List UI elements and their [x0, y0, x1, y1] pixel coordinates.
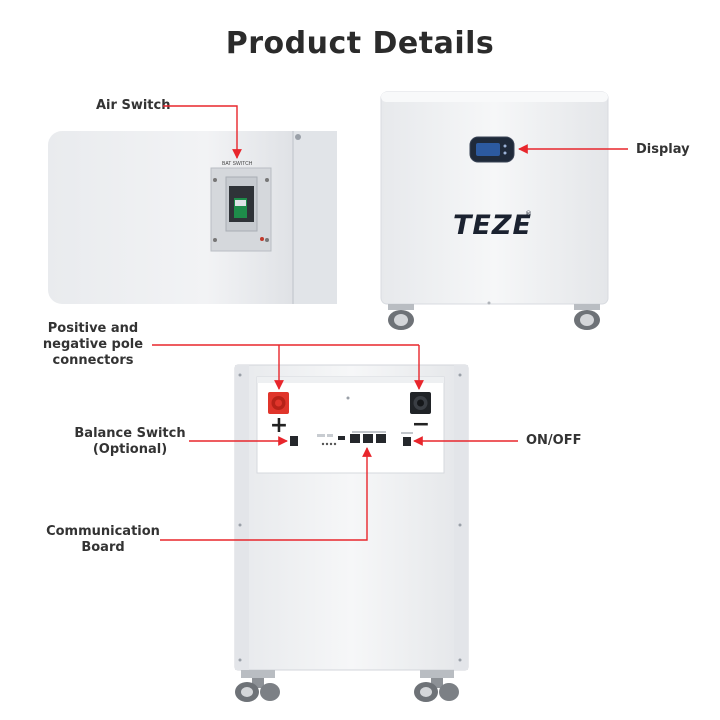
balance-switch-line-2: (Optional) [92, 442, 168, 457]
balance-switch-line-1: Balance Switch [74, 426, 186, 441]
cabinet-rear-view: + − [234, 364, 469, 702]
caster-wheel-rear-left [235, 670, 280, 702]
pole-connectors-line-3: connectors [52, 353, 134, 368]
communication-board-arrow [160, 447, 372, 541]
on-off-label: ON/OFF [526, 433, 582, 448]
svg-text:®: ® [525, 210, 532, 218]
caster-wheel-right [574, 304, 600, 330]
display-label: Display [636, 142, 690, 157]
callout-arrows [152, 105, 628, 541]
communication-board-line-2: Board [81, 540, 125, 555]
communication-board-label: Communication Board [44, 524, 162, 556]
communication-board-line-1: Communication [46, 524, 160, 539]
cabinet-front-view: TEZE ® [380, 91, 609, 330]
positive-symbol: + [270, 413, 288, 438]
brand-logo: TEZE [453, 210, 532, 241]
power-switch [403, 437, 411, 446]
air-switch-label: Air Switch [96, 98, 171, 113]
negative-symbol: − [412, 412, 430, 437]
pole-connectors-line-2: negative pole [42, 337, 144, 352]
breaker-label: BAT SWITCH [222, 161, 253, 167]
caster-wheel-left [388, 304, 414, 330]
air-switch-closeup: BAT SWITCH [48, 131, 337, 304]
balance-switch-label: Balance Switch (Optional) [70, 426, 190, 458]
pole-connectors-line-1: Positive and [47, 321, 139, 336]
caster-wheel-rear-right [414, 670, 459, 702]
pole-connectors-label: Positive and negative pole connectors [38, 321, 148, 369]
communication-ports [350, 431, 386, 443]
negative-connector: − [410, 392, 431, 437]
positive-connector: + [268, 392, 289, 438]
balance-switch [290, 436, 298, 446]
air-switch-arrow [163, 105, 242, 159]
page-title: Product Details [225, 26, 495, 61]
